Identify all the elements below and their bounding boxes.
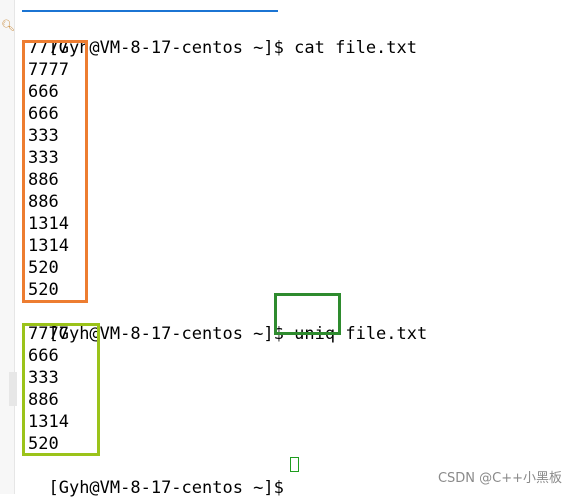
output-line: 666 (28, 82, 59, 102)
output-line: 886 (28, 170, 59, 190)
output-line: 886 (28, 390, 59, 410)
terminal-cursor (290, 457, 299, 472)
shell-prompt: [Gyh@VM-8-17-centos ~]$ (48, 38, 284, 58)
command-line-cat: [Gyh@VM-8-17-centos ~]$ cat file.txt (28, 15, 417, 58)
current-prompt-line: [Gyh@VM-8-17-centos ~]$ (28, 455, 283, 498)
output-line: 333 (28, 126, 59, 146)
command-argument: file.txt (335, 38, 417, 58)
uniq-output-highlight-box (22, 323, 100, 456)
magnifier-icon: 🔍︎ (1, 19, 15, 32)
command-name: cat (294, 38, 325, 58)
cat-output-highlight-box (22, 40, 88, 303)
watermark: CSDN @C++小黑板 (437, 471, 562, 486)
shell-prompt: [Gyh@VM-8-17-centos ~]$ (48, 478, 284, 498)
command-argument: file.txt (345, 324, 428, 344)
output-line: 666 (28, 346, 59, 366)
uniq-command-highlight-box (274, 293, 341, 335)
output-line: 520 (28, 280, 59, 300)
output-line: 1314 (28, 412, 69, 432)
output-line: 7777 (28, 324, 69, 344)
left-gutter: 🔍︎ (0, 0, 17, 494)
gutter-scroll-marker (9, 372, 17, 406)
active-tab-indicator (22, 10, 278, 13)
output-line: 333 (28, 368, 59, 388)
output-line: 7777 (28, 38, 69, 58)
command-line-uniq: [Gyh@VM-8-17-centos ~]$ uniq file.txt (28, 301, 427, 344)
output-line: 7777 (28, 60, 69, 80)
output-line: 1314 (28, 236, 69, 256)
output-line: 1314 (28, 214, 69, 234)
output-line: 333 (28, 148, 59, 168)
output-line: 520 (28, 434, 59, 454)
output-line: 520 (28, 258, 59, 278)
output-line: 886 (28, 192, 59, 212)
output-line: 666 (28, 104, 59, 124)
terminal-window[interactable] (22, 12, 576, 482)
